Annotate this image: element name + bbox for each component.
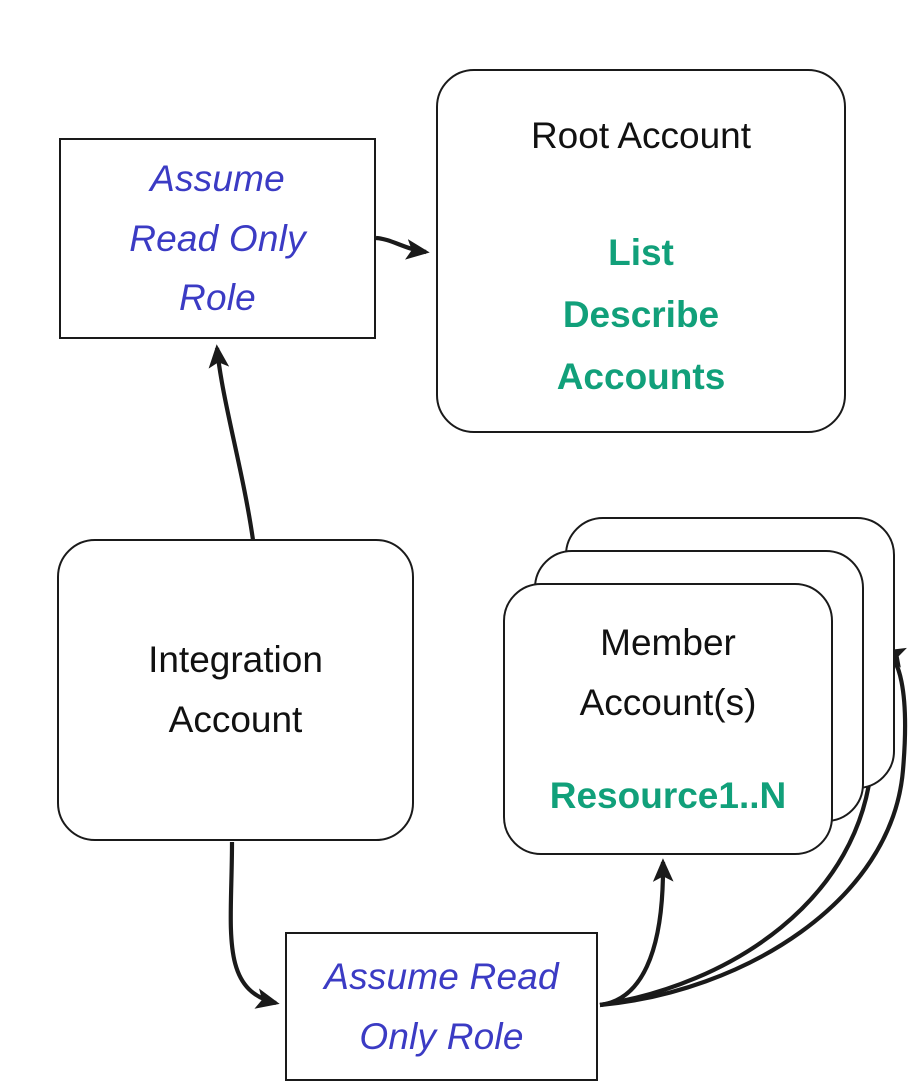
member-accounts-resources: Resource1..N	[549, 774, 787, 816]
integration-account-label: Integration Account	[148, 639, 323, 740]
edge-assume-root-to-root-account	[375, 235, 430, 260]
root-account-actions: List Describe Accounts	[556, 231, 726, 398]
edge-assume-member-to-member-front	[599, 858, 674, 1008]
root-account-title: Root Account	[530, 115, 752, 156]
node-integration-account[interactable]: Integration Account	[57, 539, 414, 841]
node-assume-read-only-role-root[interactable]: Assume Read Only Role	[59, 138, 376, 339]
assume-read-only-role-root-label: Assume Read Only Role	[129, 157, 306, 319]
member-accounts-title: Member Account(s)	[579, 622, 757, 723]
edge-integration-to-assume-root	[208, 344, 256, 541]
edge-integration-to-assume-member	[228, 841, 280, 1009]
node-member-accounts-stack[interactable]: Member Account(s) Resource1..N	[503, 517, 895, 857]
node-assume-read-only-role-member[interactable]: Assume Read Only Role	[285, 932, 598, 1081]
assume-read-only-role-member-label: Assume Read Only Role	[324, 955, 559, 1057]
member-account-card-front[interactable]: Member Account(s) Resource1..N	[503, 583, 833, 855]
node-root-account[interactable]: Root Account List Describe Accounts	[436, 69, 846, 433]
